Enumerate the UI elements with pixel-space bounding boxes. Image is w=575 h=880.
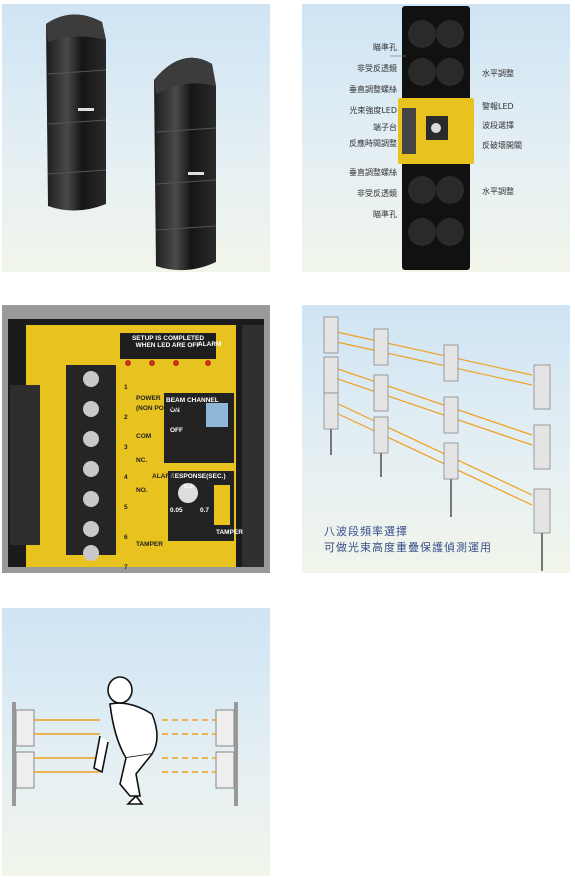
part-label: 波段選擇 xyxy=(482,121,514,130)
response-0-3: 0.3 xyxy=(184,483,194,490)
beam-channel-label: BEAM CHANNEL xyxy=(166,397,219,404)
detector-pair-illustration xyxy=(46,14,217,271)
part-label: 端子台 xyxy=(373,123,397,132)
nc-label: NC. xyxy=(136,457,148,464)
part-label: 反應時間調整 xyxy=(349,139,397,148)
part-label: 警報LED xyxy=(482,102,514,111)
part-label: 反破壞開關 xyxy=(482,141,522,150)
part-label: 非受反透鏡 xyxy=(357,189,397,198)
beam-stacking-panel: 八波段頻率選擇 可做光束高度重疊保護偵測運用 xyxy=(302,305,570,573)
parts-diagram-panel: 瞄準孔 非受反透鏡 垂直調整螺絲 光束強度LED 端子台 反應時間調整 垂直調整… xyxy=(302,4,570,272)
power-label: POWER xyxy=(136,395,161,402)
tamper-label-2: TAMPER xyxy=(216,529,243,536)
terminal-number: 7 xyxy=(124,564,128,571)
alarm-side-label: ALARM xyxy=(152,473,176,480)
logo-badge-right xyxy=(188,172,204,175)
on-label: ON xyxy=(170,407,180,414)
part-label: 瞄準孔 xyxy=(373,210,397,219)
off-label: OFF xyxy=(170,427,183,434)
pcb-closeup-panel: SETUP IS COMPLETED WHEN LED ARE OFF ALAR… xyxy=(2,305,270,573)
part-label: 水平調整 xyxy=(482,187,514,196)
caption-line-2: 可做光束高度重疊保護偵測運用 xyxy=(324,541,492,554)
part-label: 瞄準孔 xyxy=(373,43,397,52)
tamper-label: TAMPER xyxy=(136,541,163,548)
terminal-numbers: 1 2 3 4 5 6 7 xyxy=(124,373,128,583)
non-polarity-label: (NON POLARITY) xyxy=(136,405,190,412)
setup-note: SETUP IS COMPLETED WHEN LED ARE OFF xyxy=(118,335,218,349)
part-label: 非受反透鏡 xyxy=(357,64,397,73)
setup-line-1: SETUP IS COMPLETED xyxy=(131,335,205,342)
beam-stacking-illustration xyxy=(323,316,551,571)
product-photo-panel xyxy=(2,4,270,272)
pcb-illustration xyxy=(8,319,264,567)
terminal-number: 6 xyxy=(124,534,128,541)
terminal-number: 4 xyxy=(124,474,128,481)
no-label: NO. xyxy=(136,487,148,494)
terminal-number: 5 xyxy=(124,504,128,511)
intruder-illustration-panel xyxy=(2,608,270,876)
terminal-number: 1 xyxy=(124,384,128,391)
part-label: 水平調整 xyxy=(482,69,514,78)
part-label: 垂直調整螺絲 xyxy=(349,168,397,177)
setup-line-2: WHEN LED ARE OFF xyxy=(135,342,201,350)
alarm-label: ALARM xyxy=(198,341,222,348)
detector-unit-left xyxy=(46,14,107,211)
response-label: RESPONSE(SEC.) xyxy=(170,473,226,480)
terminal-number: 3 xyxy=(124,444,128,451)
response-0-05: 0.05 xyxy=(170,507,183,514)
intruder-cartoon xyxy=(12,676,238,806)
caption-line-1: 八波段頻率選擇 xyxy=(324,525,408,538)
part-label: 光束強度LED xyxy=(349,106,397,115)
logo-badge-left xyxy=(78,108,94,111)
response-0-7: 0.7 xyxy=(200,507,210,514)
left-part-labels: 瞄準孔 非受反透鏡 垂直調整螺絲 光束強度LED 端子台 反應時間調整 垂直調整… xyxy=(337,44,397,219)
terminal-number: 2 xyxy=(124,414,128,421)
part-label: 垂直調整螺絲 xyxy=(349,85,397,94)
com-label: COM xyxy=(136,433,152,440)
detector-unit-right xyxy=(154,57,217,271)
device-interior-illustration xyxy=(390,6,474,270)
